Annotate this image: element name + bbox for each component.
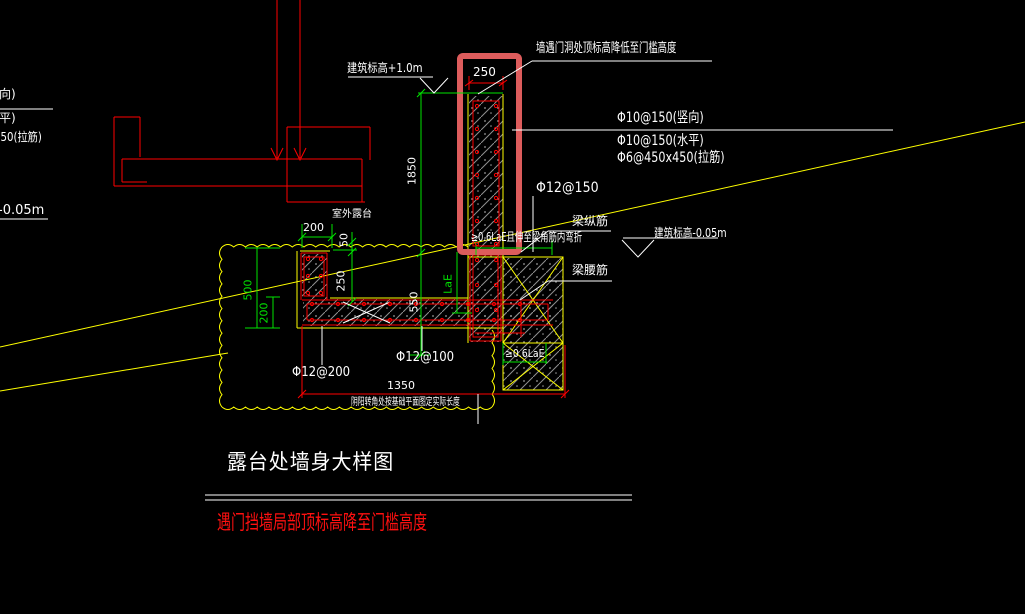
- slab-rebar-top-note: Φ12@150: [536, 180, 599, 196]
- stirrup-dots: [305, 103, 523, 323]
- structure-outline-yellow: [296, 94, 564, 391]
- grade-line: [0, 121, 1025, 392]
- green-dimensions: [245, 88, 553, 365]
- drawing-warning-note: 遇门挡墙局部顶标高降至门槛高度: [217, 510, 427, 534]
- wall-rebar-tie-note: Φ6@450x450(拉筋): [617, 150, 725, 166]
- dim-200-left: 200: [257, 302, 271, 324]
- dim-terrace-len: 200: [303, 221, 324, 234]
- beam-longitudinal-label: 梁纵筋: [572, 214, 609, 228]
- elevation-label-terrace: 建筑标高-0.05m: [654, 226, 727, 240]
- dim-550: 550: [407, 291, 421, 313]
- wall-rebar-vertical-note: Φ10@150(竖向): [617, 110, 704, 126]
- anchor-footing-label: ≥0.6LaE: [505, 347, 545, 360]
- clipped-note-horizontal: 水平): [0, 111, 16, 125]
- drawing-title: 露台处墙身大样图: [227, 450, 395, 474]
- dim-500: 500: [241, 279, 255, 301]
- dim-wall-drop: 250: [334, 270, 348, 292]
- beam-waist-label: 梁腰筋: [572, 263, 609, 277]
- soil-cloud-border: [219, 244, 495, 410]
- dim-step: 50: [337, 233, 351, 247]
- red-dimensions: [297, 76, 570, 399]
- slab-rebar-bottom-note: Φ12@100: [396, 350, 455, 365]
- elevation-label-top: 建筑标高+1.0m: [347, 61, 423, 75]
- wall-rebar-horizontal-note: Φ10@150(水平): [617, 133, 704, 149]
- top-note: 墙遇门洞处顶标高降低至门槛高度: [536, 41, 677, 56]
- clipped-note-tie: 450(拉筋): [0, 130, 42, 144]
- dim-footing-len: 1350: [387, 379, 415, 392]
- anchor-note: ≥0.6LaE且伸至梁角筋内弯折: [471, 230, 583, 244]
- clipped-elevation: -0.05m: [0, 203, 45, 218]
- corner-note: 阴阳转角处按基础平面图定实际长度: [351, 397, 460, 408]
- highlight-box: [457, 53, 522, 255]
- dim-lae: LaE: [441, 274, 455, 294]
- dim-wall-width: 250: [473, 65, 496, 79]
- outdoor-terrace-label: 室外露台: [332, 209, 372, 220]
- adjacent-section-lines: [113, 0, 371, 203]
- footing-rebar-note: Φ12@200: [292, 365, 351, 380]
- dim-wall-height: 1850: [405, 157, 419, 185]
- white-leaders: [0, 60, 893, 501]
- clipped-note-vertical: 竖向): [0, 87, 16, 101]
